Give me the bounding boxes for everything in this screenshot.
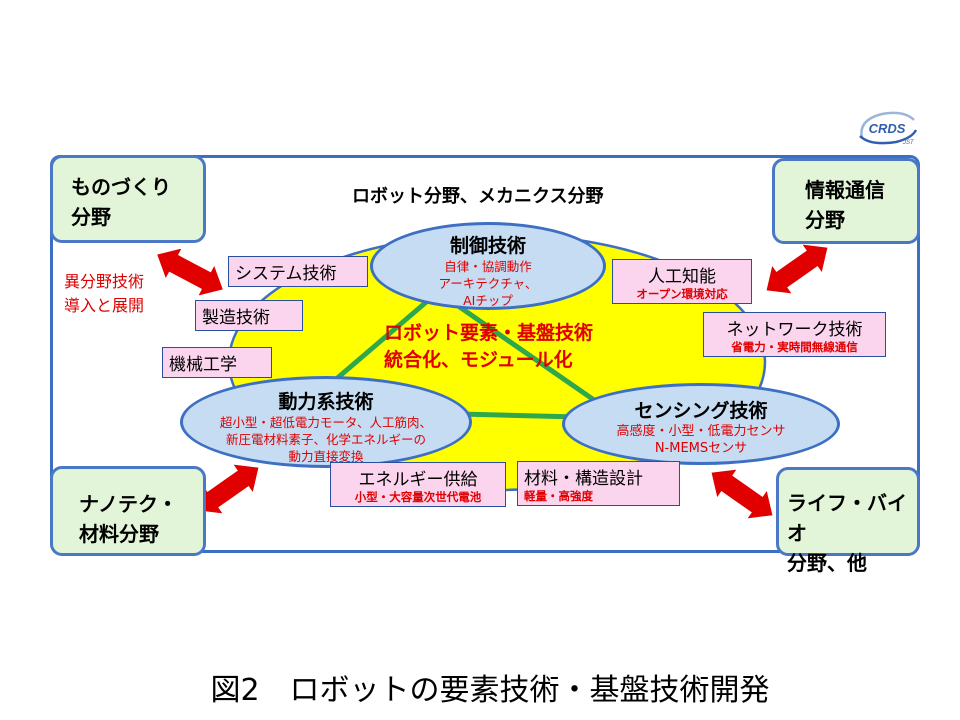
center-text: ロボット要素・基盤技術 統合化、モジュール化 [384, 320, 593, 374]
arrow-top-left [155, 246, 225, 298]
note-line1: 異分野技術 [64, 272, 145, 291]
logo-text: CRDS [869, 121, 906, 136]
center-line1: ロボット要素・基盤技術 [384, 322, 594, 344]
tag-sub: 軽量・高強度 [524, 489, 593, 503]
node-title: 制御技術 [449, 235, 526, 257]
arrow-bottom-right [710, 468, 774, 520]
tag-system-technology: システム技術 [228, 256, 368, 287]
tag-sub: 小型・大容量次世代電池 [354, 490, 482, 504]
crds-logo: CRDS JST [856, 108, 918, 148]
corner-line2: 分野 [71, 205, 111, 229]
tag-label: 機械工学 [169, 355, 237, 375]
logo-subtext: JST [902, 140, 915, 146]
control-technology-node: 制御技術 自律・協調動作 アーキテクチャ、 AIチップ [370, 222, 606, 310]
corner-ict-field: 情報通信 分野 [772, 158, 920, 244]
tag-label: エネルギー供給 [358, 470, 478, 490]
corner-line2: 材料分野 [79, 522, 159, 546]
power-system-node: 動力系技術 超小型・超低電力モータ、人工筋肉、 新圧電材料素子、化学エネルギーの… [180, 376, 472, 468]
tag-energy-supply: エネルギー供給 小型・大容量次世代電池 [330, 462, 506, 507]
corner-line2: 分野 [805, 208, 845, 232]
note-line2: 導入と展開 [64, 296, 145, 315]
corner-manufacturing-field: ものづくり 分野 [50, 155, 206, 243]
cross-field-note: 異分野技術 導入と展開 [64, 270, 144, 318]
tag-sub: 省電力・実時間無線通信 [731, 340, 858, 354]
tag-network-technology: ネットワーク技術 省電力・実時間無線通信 [703, 312, 886, 357]
node-detail-3: AIチップ [463, 293, 513, 308]
node-title: センシング技術 [634, 400, 768, 422]
tag-artificial-intelligence: 人工知能 オープン環境対応 [612, 259, 752, 304]
corner-line1: 情報通信 [805, 178, 885, 202]
tag-label: 製造技術 [202, 308, 270, 328]
node-detail-1: 自律・協調動作 [444, 259, 532, 274]
tag-label: システム技術 [235, 264, 337, 284]
tag-manufacturing-technology: 製造技術 [195, 300, 303, 331]
corner-line1: ライフ・バイオ [787, 491, 907, 545]
corner-nanotech-field: ナノテク・ 材料分野 [50, 466, 206, 556]
tag-label: 材料・構造設計 [524, 469, 643, 489]
header-title: ロボット分野、メカニクス分野 [352, 186, 604, 207]
node-detail-3: 動力直接変換 [288, 449, 364, 464]
tag-mechanical-engineering: 機械工学 [162, 347, 272, 378]
figure-caption: 図2 ロボットの要素技術・基盤技術開発 [210, 673, 770, 708]
center-line2: 統合化、モジュール化 [384, 349, 573, 371]
tag-material-structure-design: 材料・構造設計 軽量・高強度 [517, 461, 680, 506]
corner-line1: ものづくり [71, 175, 171, 199]
node-detail-2: アーキテクチャ、 [438, 276, 538, 291]
corner-life-bio-field: ライフ・バイオ 分野、他 [776, 467, 920, 575]
tag-label: ネットワーク技術 [726, 320, 863, 340]
node-detail-2: N-MEMSセンサ [654, 441, 748, 456]
node-detail-2: 新圧電材料素子、化学エネルギーの [225, 432, 426, 447]
double-arrows [155, 243, 829, 520]
corner-line2: 分野、他 [787, 551, 867, 575]
node-detail-1: 高感度・小型・低電力センサ [616, 424, 786, 439]
corner-line1: ナノテク・ [79, 492, 178, 516]
node-detail-1: 超小型・超低電力モータ、人工筋肉、 [219, 415, 433, 430]
tag-label: 人工知能 [648, 267, 716, 287]
node-title: 動力系技術 [278, 391, 374, 413]
sensing-technology-node: センシング技術 高感度・小型・低電力センサ N-MEMSセンサ [562, 383, 840, 465]
tag-sub: オープン環境対応 [636, 287, 728, 301]
